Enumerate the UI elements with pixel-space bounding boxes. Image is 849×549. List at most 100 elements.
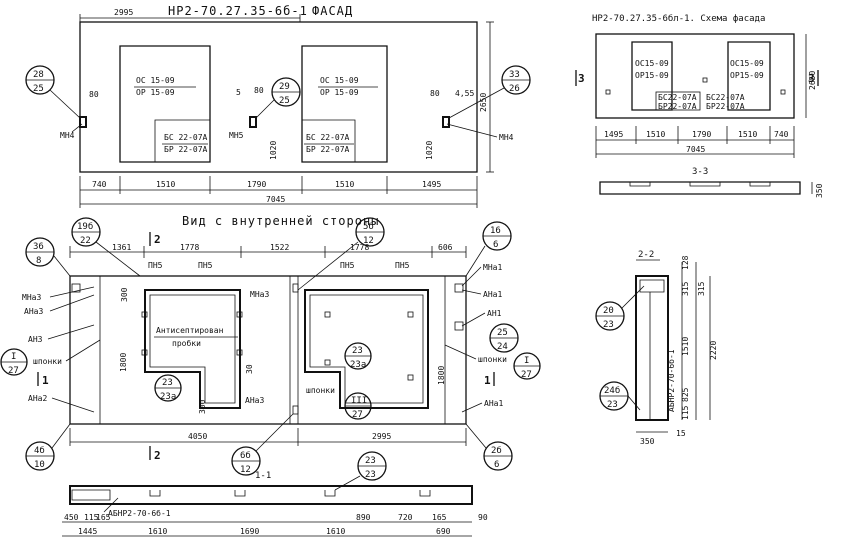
inner-pn5-4: ПН5	[395, 261, 410, 270]
svg-text:22: 22	[80, 236, 91, 246]
svg-text:8: 8	[36, 256, 41, 266]
inner-left-label-5: АНа2	[28, 394, 47, 403]
inner-callout-I-left: I 27	[0, 348, 28, 376]
svg-text:29: 29	[279, 82, 290, 92]
svg-text:33: 33	[509, 70, 520, 80]
sec22-d1510: 1510	[681, 337, 690, 356]
inner-view: Вид с внутренней стороны 1361 1778 1522 …	[0, 214, 541, 476]
facade-mh4-right: МН4	[499, 133, 514, 142]
inner-cut2-bottom: 2	[154, 449, 161, 462]
inner-callout-26: 2б 6	[465, 423, 513, 471]
sec11-dim-b1: 890	[356, 513, 371, 522]
inner-right-label-4: шпонки	[478, 355, 507, 364]
scheme-door-left-1: БС22-07А	[658, 93, 697, 102]
svg-text:23: 23	[162, 378, 173, 388]
sec22-label: 2-2	[638, 250, 654, 260]
facade-panel-outline	[79, 21, 478, 173]
scheme-dim-1: 1495	[604, 130, 623, 139]
inner-shponki-mid: шпонки	[306, 386, 335, 395]
sec22-d315-a: 315	[681, 281, 690, 296]
svg-text:26: 26	[509, 84, 520, 94]
inner-antisept-2: пробки	[172, 338, 201, 348]
sec22-callout-24b: 24б 23	[599, 381, 641, 411]
facade-mh5-part	[249, 116, 257, 128]
scheme-total: 7045	[686, 145, 705, 154]
facade-d80-b: 80	[254, 86, 264, 95]
inner-top-dim-4: 1778	[350, 243, 369, 252]
sec22-d825: 825	[681, 387, 690, 402]
inner-callout-I-right: I 27	[513, 352, 541, 380]
facade-door-left-1: БС 22-07А	[164, 133, 208, 142]
svg-text:23: 23	[365, 456, 376, 466]
sec11-outline	[69, 485, 473, 505]
scheme-dim-3: 1790	[692, 130, 711, 139]
inner-opening-left	[144, 289, 241, 409]
facade-dim-height: 2650	[479, 93, 488, 112]
svg-text:I: I	[524, 356, 529, 366]
inner-antisept-1: Антисептирован	[156, 326, 224, 335]
svg-text:6: 6	[494, 460, 499, 470]
facade-d455: 4,55	[455, 89, 474, 98]
inner-top-dim-5: 606	[438, 243, 453, 252]
sec22-callout-20: 20 23	[595, 285, 645, 331]
inner-top-dim-3: 1522	[270, 243, 289, 252]
svg-text:24: 24	[497, 342, 508, 352]
inner-title: Вид с внутренней стороны	[182, 214, 379, 228]
inner-cut1-left: 1	[42, 374, 49, 387]
facade-dim-2: 1510	[156, 180, 175, 189]
sec11-dim-c4: 1610	[326, 527, 345, 536]
sec11-dim-c1: 1445	[78, 527, 97, 536]
facade-callout-33: 33 26	[448, 65, 531, 119]
facade-door-right-1: БС 22-07А	[306, 133, 350, 142]
inner-bottom-dim-2: 2995	[372, 432, 391, 441]
facade-callout-29: 29 25	[255, 77, 301, 119]
inner-callout-36: 36 8	[25, 237, 71, 277]
svg-text:27: 27	[352, 410, 363, 420]
inner-opening-right	[304, 289, 429, 409]
facade-win-right-2: ОР 15-09	[320, 88, 359, 97]
facade-mh5: МН5	[229, 131, 244, 140]
svg-text:23а: 23а	[350, 360, 366, 370]
svg-text:20: 20	[603, 306, 614, 316]
section-1-1: 1-1 АБНР2-70-6б-1 23 23 450 115 165 890 …	[62, 451, 488, 537]
svg-text:25: 25	[279, 96, 290, 106]
svg-text:25: 25	[497, 328, 508, 338]
inner-d300-a: 300	[120, 287, 129, 302]
inner-callout-19b: 19б 22	[71, 217, 141, 277]
svg-text:23: 23	[352, 346, 363, 356]
scheme-section-3-3	[599, 181, 801, 195]
inner-left-label-1: МНа3	[22, 293, 41, 302]
sec11-dim-a3: 165	[96, 513, 111, 522]
scheme-height: 2650	[808, 71, 817, 90]
sec11-dim-c3: 1690	[240, 527, 259, 536]
inner-ana1-bottom: АНа1	[484, 399, 503, 408]
facade-title-word: ФАСАД	[312, 4, 353, 18]
svg-text:23: 23	[603, 320, 614, 330]
inner-left-label-3: АН3	[28, 335, 43, 344]
svg-text:27: 27	[521, 370, 532, 380]
inner-right-label-1: МНа1	[483, 263, 502, 272]
scheme-panel-outline	[595, 33, 795, 119]
svg-text:36: 36	[33, 242, 44, 252]
scheme-dim-5: 740	[774, 130, 789, 139]
svg-text:10: 10	[34, 460, 45, 470]
facade-mh4-right-part	[442, 116, 450, 128]
inner-top-dim-2: 1778	[180, 243, 199, 252]
facade-d80-a: 80	[89, 90, 99, 99]
svg-text:25: 25	[33, 84, 44, 94]
facade-dim-3: 1790	[247, 180, 266, 189]
facade-dim-1: 740	[92, 180, 107, 189]
scheme-win-right-2: ОР15-09	[730, 71, 764, 80]
inner-callout-56: 5б 12	[297, 217, 385, 291]
facade-d1020-a: 1020	[269, 141, 278, 160]
inner-panel-outline	[69, 275, 467, 425]
sec22-d315-b: 315	[697, 281, 706, 296]
facade-door-right-2: БР 22-07А	[306, 145, 350, 154]
inner-callout-25: 25 24	[489, 323, 519, 353]
sec11-callout-23: 23 23	[334, 451, 387, 491]
scheme-section-label: 3-3	[692, 167, 708, 177]
scheme-view: НР2-70.27.35-6бл-1. Схема фасада ОС15-09…	[575, 13, 824, 198]
inner-right-label-2: АНа1	[483, 290, 502, 299]
sec11-dim-c2: 1610	[148, 527, 167, 536]
